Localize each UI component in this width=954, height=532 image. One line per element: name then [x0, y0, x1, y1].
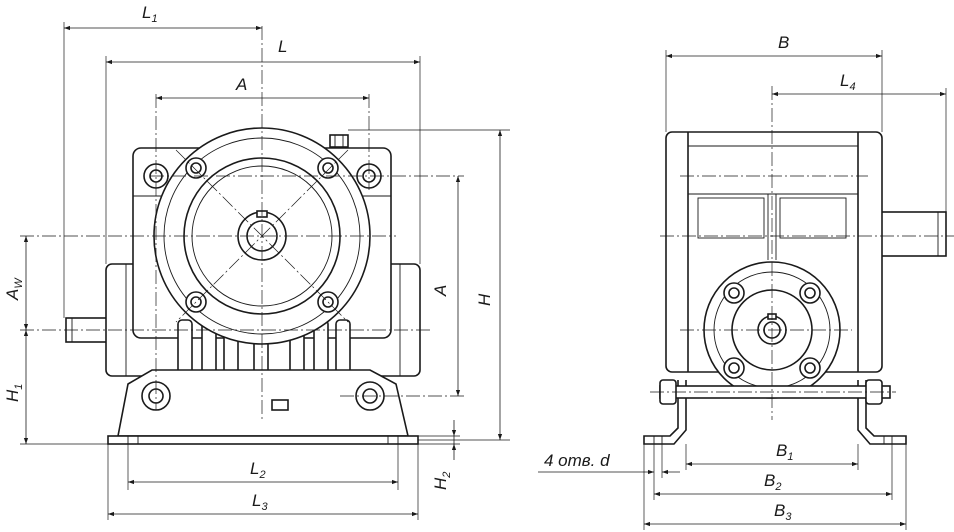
- input-shaft-right: [879, 211, 947, 257]
- front-view: [20, 22, 510, 520]
- dimensions-front: [23, 25, 503, 517]
- label-a-side: A: [431, 285, 450, 297]
- label-l3: L3: [252, 491, 268, 513]
- label-holes: 4 отв. d: [544, 451, 610, 470]
- label-l1: L1: [142, 3, 158, 25]
- label-l2: L2: [250, 459, 266, 481]
- label-h2: H2: [431, 472, 453, 490]
- centerlines-side: [650, 86, 954, 420]
- label-b2: B2: [764, 471, 781, 493]
- label-l4: L4: [840, 71, 856, 93]
- label-b: B: [778, 33, 789, 52]
- label-b1: B1: [776, 441, 793, 463]
- dimensions-side: [538, 53, 946, 527]
- label-l: L: [278, 37, 287, 56]
- vent-plug: [329, 134, 349, 148]
- label-b3: B3: [774, 501, 792, 523]
- label-aw: AW: [3, 277, 25, 301]
- label-h: H: [475, 293, 494, 306]
- centerlines-front: [20, 26, 464, 422]
- extension-lines-front: [20, 22, 510, 520]
- bolts-side: [723, 282, 821, 379]
- label-h1: H1: [3, 384, 25, 402]
- label-a-top: A: [235, 75, 247, 94]
- side-feet: [643, 379, 907, 445]
- dimension-labels: L1 L A B L4 L2 L3 B1 B2 B3 4 отв. d AW H…: [3, 3, 856, 523]
- side-view: [538, 50, 954, 530]
